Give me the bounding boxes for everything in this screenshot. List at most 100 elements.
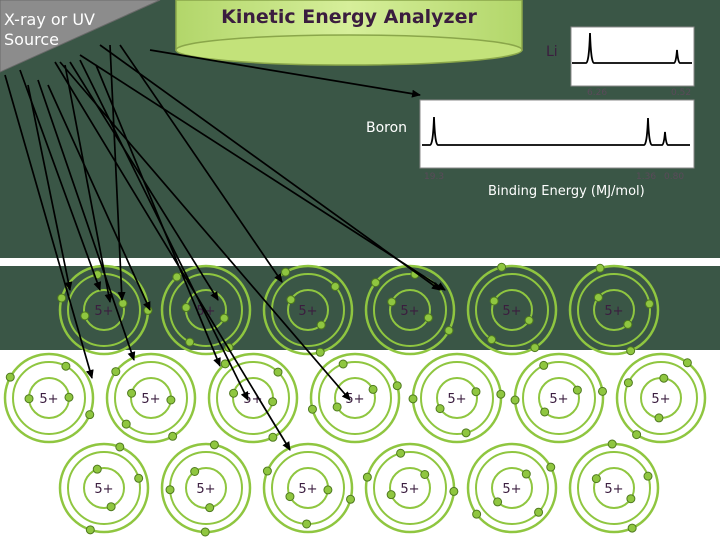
electron — [86, 411, 94, 419]
electron — [303, 520, 311, 528]
electron — [644, 472, 652, 480]
electron — [596, 264, 604, 272]
boron-atom: 5+ — [209, 354, 297, 442]
electron — [598, 387, 606, 395]
nucleus-label: 5+ — [502, 482, 521, 497]
electron — [436, 405, 444, 413]
electron — [363, 473, 371, 481]
boron-atom: 5+ — [409, 354, 505, 442]
boron-label: Boron — [366, 120, 407, 136]
electron — [541, 408, 549, 416]
boron-atom: 5+ — [5, 354, 94, 442]
electron — [387, 491, 395, 499]
electron — [421, 470, 429, 478]
electron — [645, 300, 653, 308]
electron — [62, 362, 70, 370]
electron — [347, 495, 355, 503]
electron — [624, 379, 632, 387]
boron-tick-3: 0.80 — [664, 172, 684, 182]
nucleus-label: 5+ — [196, 482, 215, 497]
electron — [58, 294, 66, 302]
photoelectron-arrow — [120, 45, 282, 282]
electron — [628, 524, 636, 532]
li-tick-2: 0.52 — [671, 88, 691, 98]
electron — [488, 336, 496, 344]
electron — [531, 344, 539, 352]
electron — [282, 268, 290, 276]
electron — [316, 348, 324, 356]
electron — [445, 327, 453, 335]
electron — [186, 338, 194, 346]
boron-atom: 5+ — [264, 266, 352, 356]
li-spectrum — [571, 27, 694, 86]
boron-tick-1: 19.3 — [424, 172, 444, 182]
electron — [93, 465, 101, 473]
boron-spectrum — [420, 100, 694, 168]
photoelectron-arrow — [110, 45, 122, 300]
boron-atom: 5+ — [468, 263, 556, 354]
electron — [409, 395, 417, 403]
electron — [397, 449, 405, 457]
electron — [119, 299, 127, 307]
boron-atom: 5+ — [570, 440, 658, 532]
electron — [683, 359, 691, 367]
electron — [308, 405, 316, 413]
nucleus-label: 5+ — [604, 304, 623, 319]
boron-atom: 5+ — [366, 266, 454, 354]
boron-atom: 5+ — [107, 354, 195, 442]
electron — [388, 298, 396, 306]
electron — [540, 361, 548, 369]
electron — [535, 508, 543, 516]
electron — [490, 297, 498, 305]
electron — [324, 486, 332, 494]
electron — [525, 316, 533, 324]
electron — [274, 368, 282, 376]
photoelectron-arrows — [5, 45, 445, 450]
electron — [450, 487, 458, 495]
electron — [624, 320, 632, 328]
electron — [128, 389, 136, 397]
li-label: Li — [546, 44, 558, 60]
electron — [167, 396, 175, 404]
electron — [81, 312, 89, 320]
boron-atom: 5+ — [263, 444, 354, 532]
electron — [473, 510, 481, 518]
electron — [317, 321, 325, 329]
photoelectron-arrow — [28, 85, 70, 290]
electron — [263, 467, 271, 475]
electron — [494, 498, 502, 506]
nucleus-label: 5+ — [604, 482, 623, 497]
electron — [206, 504, 214, 512]
nucleus-label: 5+ — [94, 482, 113, 497]
boron-atom: 5+ — [511, 354, 606, 442]
electron — [269, 433, 277, 441]
electron — [65, 393, 73, 401]
nucleus-label: 5+ — [651, 392, 670, 407]
li-tick-1: 6.26 — [587, 88, 607, 98]
electron — [497, 390, 505, 398]
electron — [627, 347, 635, 355]
nucleus-label: 5+ — [345, 392, 364, 407]
electron — [498, 263, 506, 271]
electron — [627, 495, 635, 503]
electron — [220, 314, 228, 322]
electron — [573, 386, 581, 394]
electron — [608, 440, 616, 448]
electron — [166, 486, 174, 494]
electron — [286, 493, 294, 501]
electron — [372, 279, 380, 287]
nucleus-label: 5+ — [502, 304, 521, 319]
electron — [116, 443, 124, 451]
electron — [201, 528, 209, 536]
electron — [339, 360, 347, 368]
boron-atom: 5+ — [363, 444, 458, 532]
electron — [511, 396, 519, 404]
boron-atom: 5+ — [162, 441, 250, 536]
electron — [122, 420, 130, 428]
boron-atom: 5+ — [570, 264, 658, 354]
electron — [594, 293, 602, 301]
photoelectron-arrow — [60, 62, 350, 400]
boron-atom: 5+ — [468, 444, 556, 532]
electron — [472, 388, 480, 396]
boron-atom: 5+ — [617, 354, 705, 442]
